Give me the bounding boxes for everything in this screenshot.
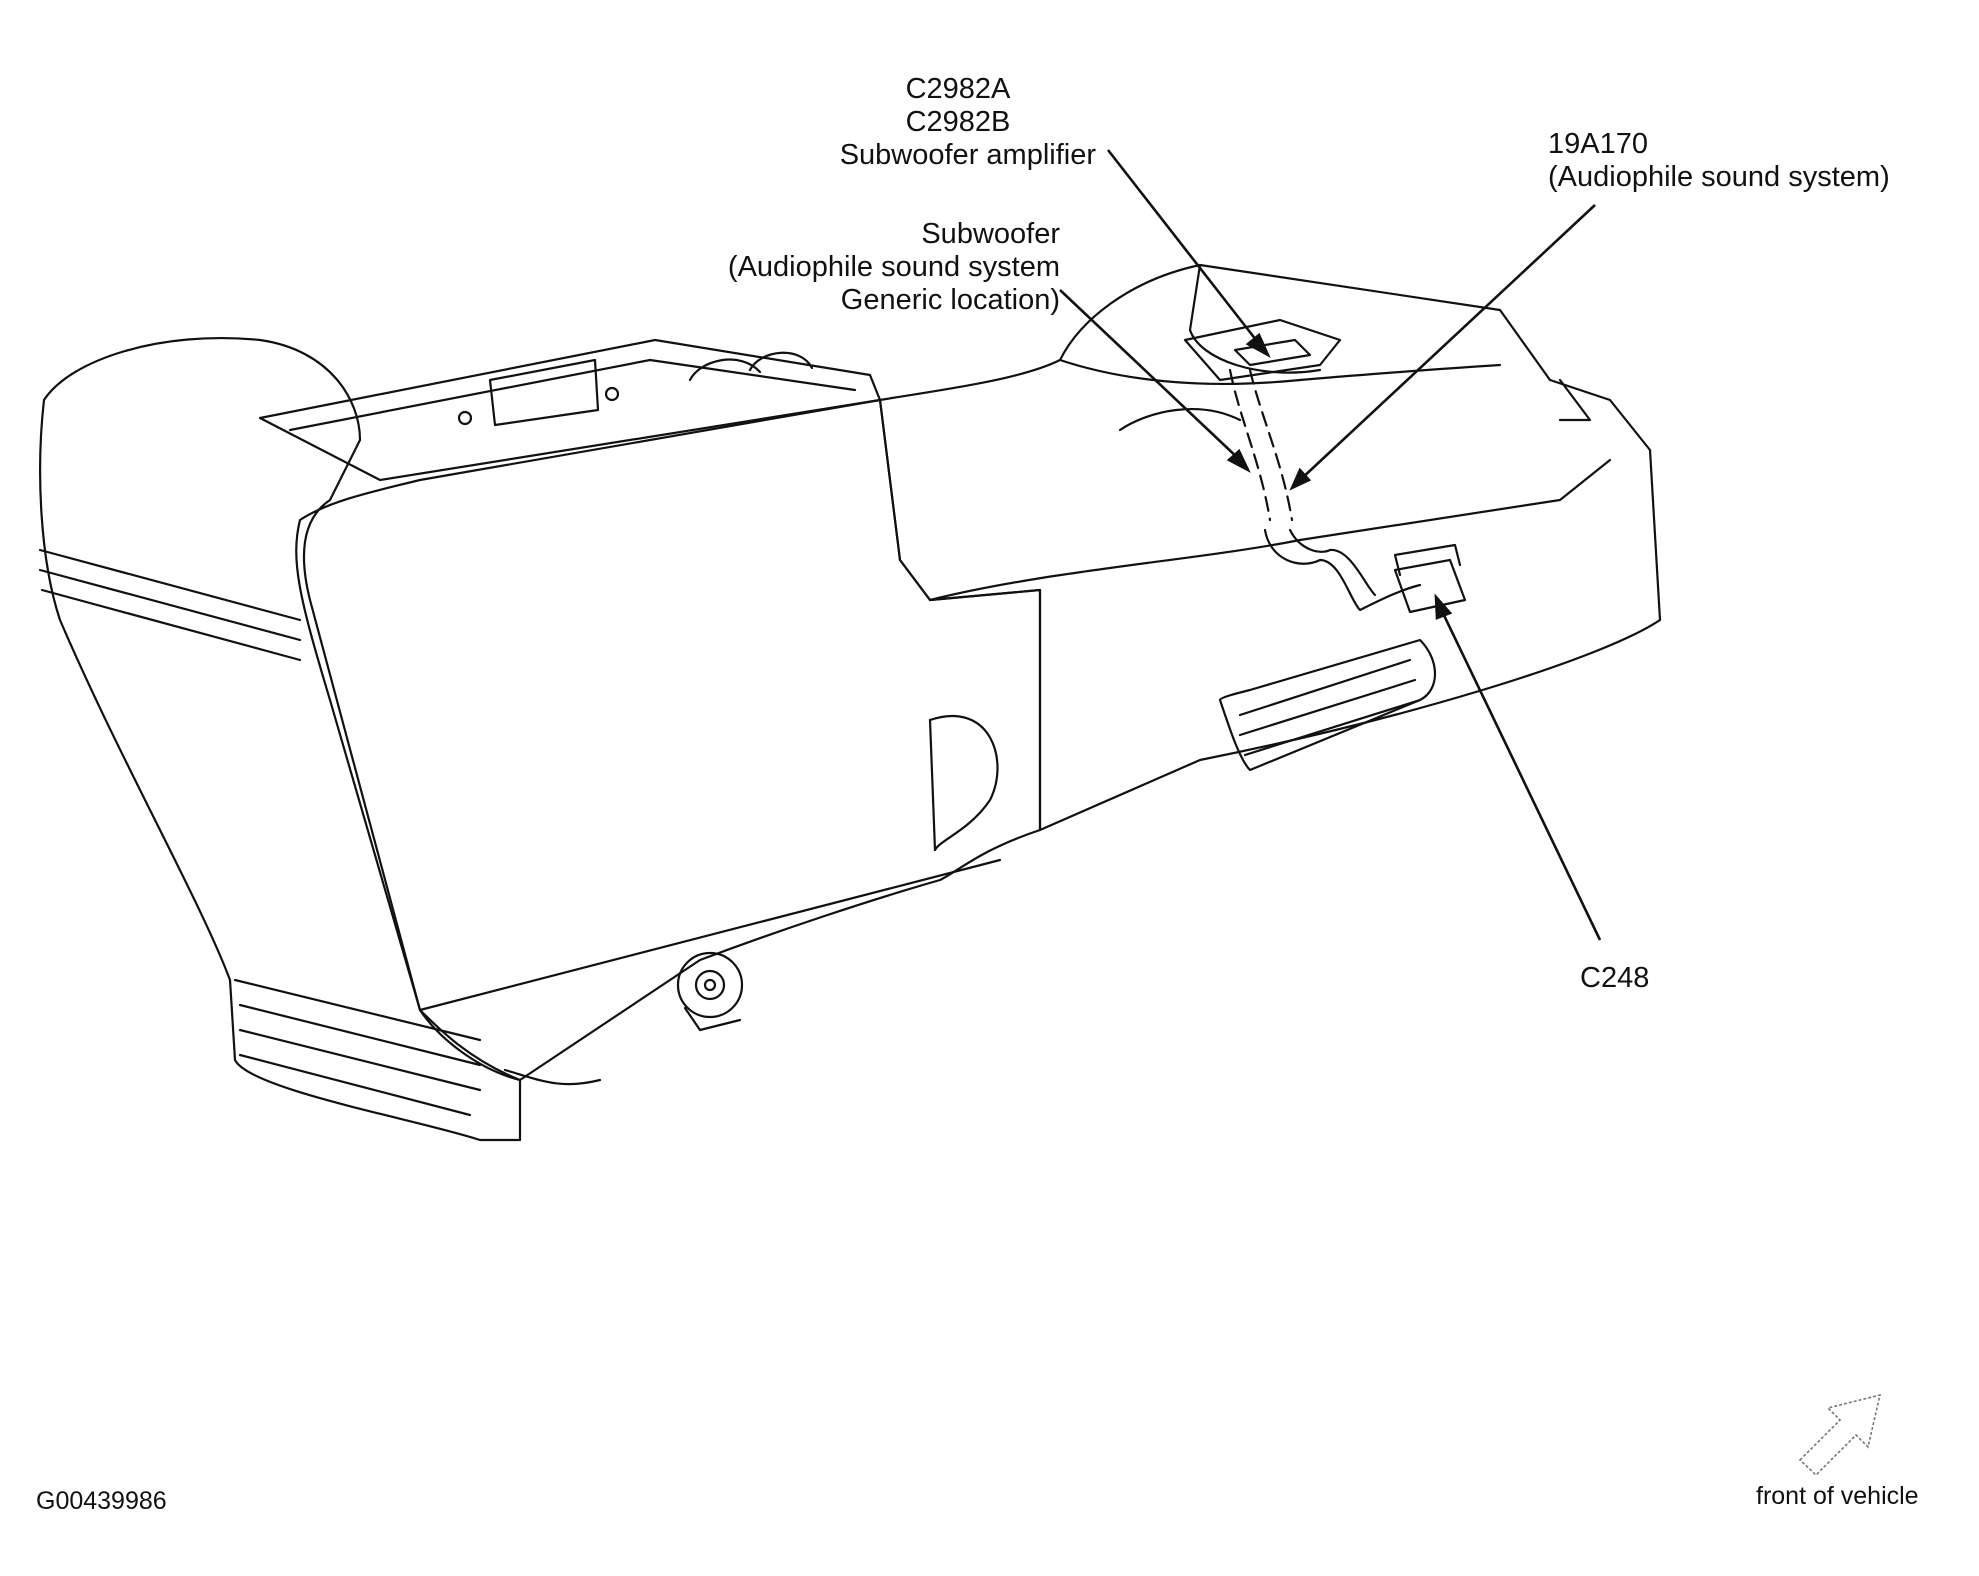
harness-part-number: 19A170: [1548, 128, 1648, 160]
amplifier-connector-b: C2982B: [905, 106, 1011, 138]
console-vent: [1218, 638, 1436, 772]
subwoofer-callout: Subwoofer (Audiophile sound system Gener…: [640, 218, 1060, 317]
amplifier-connector-a: C2982A: [905, 73, 1011, 105]
amplifier-name: Subwoofer amplifier: [839, 139, 1096, 171]
figure-id: G00439986: [36, 1487, 167, 1515]
mounting-bolt: [676, 951, 744, 1019]
console-tray: [258, 338, 882, 482]
armrest-rear-shell: [39, 336, 522, 1142]
c248-callout: C248: [1580, 962, 1650, 994]
orientation-arrow-icon: [1798, 1393, 1882, 1477]
c248-connector: [1393, 558, 1467, 614]
console-side-panel: [295, 398, 1042, 1082]
wiring-harness: [1263, 528, 1422, 612]
amplifier-bracket: [1183, 318, 1342, 382]
subwoofer-name: Subwoofer: [921, 218, 1060, 250]
orientation-note: front of vehicle: [1756, 1482, 1919, 1510]
subwoofer-location: Generic location): [840, 284, 1060, 316]
subwoofer-system: (Audiophile sound system: [727, 251, 1060, 283]
console-front-section: [878, 263, 1662, 832]
harness-system: (Audiophile sound system): [1548, 161, 1890, 193]
harness-callout: 19A170 (Audiophile sound system): [1548, 128, 1890, 194]
amplifier-callout: C2982A C2982B Subwoofer amplifier: [820, 73, 1096, 172]
